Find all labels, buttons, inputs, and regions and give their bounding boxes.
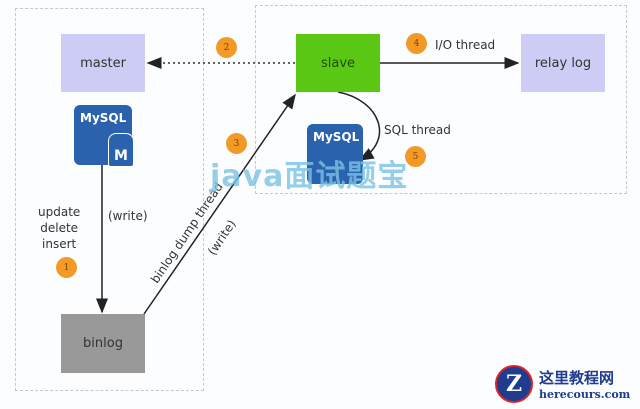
op-update: update xyxy=(38,205,81,219)
watermark: java面试题宝 xyxy=(210,159,409,194)
relay-log-node: relay log xyxy=(521,34,605,92)
binlog-to-slave-arrow xyxy=(143,93,296,315)
brand-url: herecours.com xyxy=(539,388,631,401)
step-badge-4: 4 xyxy=(406,33,427,54)
step-badge-1: 1 xyxy=(56,257,77,278)
mysql-master-icon: MySQL M xyxy=(74,105,134,167)
step-badge-5: 5 xyxy=(405,146,426,167)
binlog-node: binlog xyxy=(61,314,145,373)
op-delete: delete xyxy=(40,221,79,235)
brand-logo: Z 这里教程网 herecours.com xyxy=(495,365,630,403)
op-insert: insert xyxy=(42,237,77,251)
db-letter: M xyxy=(114,148,128,164)
master-node: master xyxy=(61,34,145,92)
brand-name: 这里教程网 xyxy=(539,369,615,387)
mysql-logo-text: MySQL xyxy=(313,130,360,144)
step-badge-3: 3 xyxy=(226,133,247,154)
binlog-label: binlog xyxy=(83,336,123,351)
step-badge-2: 2 xyxy=(216,37,237,58)
slave-node: slave xyxy=(296,34,380,92)
slave-to-mysql-curve xyxy=(337,91,381,161)
master-group xyxy=(15,8,204,391)
mysql-logo-text: MySQL xyxy=(80,111,127,125)
slave-label: slave xyxy=(320,55,356,71)
mysql-slave-icon: MySQL xyxy=(307,124,363,184)
update-ops-label: update delete insert xyxy=(38,204,80,252)
write-master-label: (write) xyxy=(108,209,148,223)
database-icon: M xyxy=(108,133,134,167)
z-logo-icon: Z xyxy=(495,365,533,403)
sql-thread-label: SQL thread xyxy=(384,123,451,137)
slave-group xyxy=(255,5,627,194)
io-thread-label: I/O thread xyxy=(435,38,496,52)
master-label: master xyxy=(80,55,126,71)
relay-log-label: relay log xyxy=(534,55,592,71)
